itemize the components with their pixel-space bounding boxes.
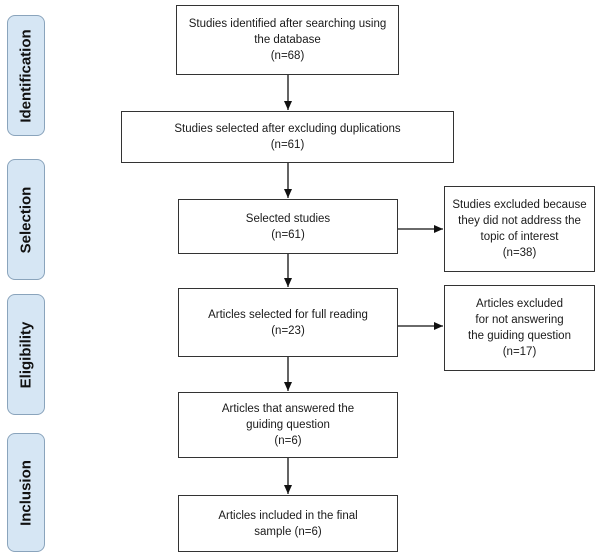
box-articles-excluded-question-line2: for not answering — [475, 314, 564, 326]
box-selected-studies-line1: Selected studies — [245, 212, 331, 225]
phase-inclusion: Inclusion — [7, 433, 45, 552]
phase-selection: Selection — [7, 159, 45, 280]
box-studies-excluded-topic-line3: topic of interest — [480, 231, 559, 243]
box-articles-excluded-question: Articles excluded for not answering the … — [444, 285, 595, 371]
box-answered-question-line1: Articles that answered the — [221, 403, 355, 415]
box-studies-identified-line2: the database — [254, 34, 321, 46]
box-studies-identified-count: (n=68) — [270, 50, 305, 62]
box-studies-deduplicated: Studies selected after excluding duplica… — [121, 111, 454, 163]
box-articles-excluded-question-count: (n=17) — [502, 346, 537, 358]
box-studies-identified: Studies identified after searching using… — [176, 5, 399, 75]
box-answered-question-count: (n=6) — [274, 435, 302, 447]
box-full-reading-count: (n=23) — [271, 324, 305, 337]
phase-identification: Identification — [7, 15, 45, 136]
box-articles-excluded-question-line3: the guiding question — [468, 330, 571, 342]
box-articles-excluded-question-line1: Articles excluded — [476, 298, 563, 310]
box-studies-excluded-topic-line1: Studies excluded because — [452, 199, 587, 211]
box-final-sample: Articles included in the final sample (n… — [178, 495, 398, 552]
box-final-sample-line1: Articles included in the final — [218, 509, 358, 522]
box-studies-excluded-topic: Studies excluded because they did not ad… — [444, 186, 595, 272]
box-selected-studies: Selected studies (n=61) — [178, 199, 398, 254]
box-studies-excluded-topic-line2: they did not address the — [458, 215, 581, 227]
box-answered-question: Articles that answered the guiding quest… — [178, 392, 398, 458]
box-answered-question-line2: guiding question — [246, 419, 330, 431]
box-full-reading-line1: Articles selected for full reading — [208, 308, 368, 321]
phase-eligibility: Eligibility — [7, 294, 45, 415]
box-studies-identified-line1: Studies identified after searching using — [188, 18, 387, 30]
box-studies-excluded-topic-count: (n=38) — [502, 247, 537, 259]
box-studies-deduplicated-count: (n=61) — [270, 139, 305, 151]
box-selected-studies-count: (n=61) — [271, 228, 305, 241]
box-studies-deduplicated-line1: Studies selected after excluding duplica… — [174, 123, 401, 135]
box-full-reading: Articles selected for full reading (n=23… — [178, 288, 398, 357]
box-final-sample-line2: sample (n=6) — [254, 525, 322, 538]
